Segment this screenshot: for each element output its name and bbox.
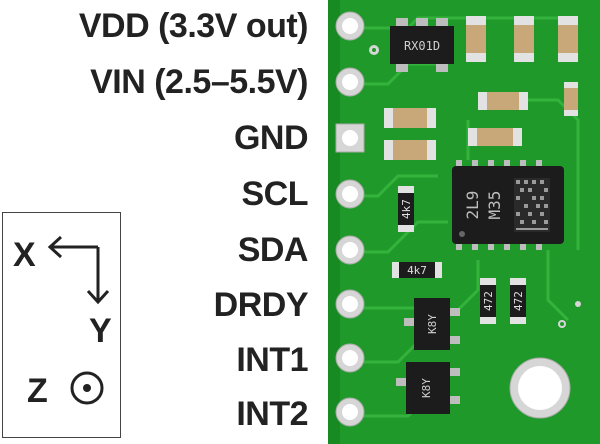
chip-marking-line1: 2L9	[463, 191, 482, 220]
mosfets: K8Y K8Y	[396, 298, 460, 414]
axis-z-label: Z	[27, 372, 48, 410]
pin-label-scl: SCL	[241, 175, 309, 213]
mounting-hole	[509, 357, 571, 419]
resistor-marking-3: 472	[482, 291, 495, 311]
pin-pads	[335, 11, 365, 427]
pin-label-vdd: VDD (3.3V out)	[78, 7, 309, 45]
resistors: 4k7 4k7 472 472	[392, 186, 526, 324]
mosfet-marking-1: K8Y	[426, 314, 439, 334]
axis-x-label: X	[13, 236, 36, 274]
pin-label-int1: INT1	[236, 341, 308, 379]
voltage-regulator: RX01D	[390, 18, 454, 72]
pin-label-sda: SDA	[237, 231, 309, 269]
axis-y-label: Y	[89, 312, 112, 350]
capacitors	[384, 16, 578, 160]
axes-legend: X Y Z	[2, 212, 121, 438]
pin-label-vin: VIN (2.5–5.5V)	[90, 63, 308, 101]
chip-marking-line2: M35	[485, 191, 504, 220]
mosfet-marking-2: K8Y	[420, 378, 433, 398]
regulator-marking: RX01D	[404, 39, 440, 53]
sensor-chip: 2L9 M35	[452, 160, 564, 250]
resistor-marking-4: 472	[512, 291, 525, 311]
pin-label-gnd: GND	[233, 119, 309, 157]
resistor-marking-2: 4k7	[407, 264, 427, 277]
pin-label-int2: INT2	[236, 395, 308, 433]
axes-arrows-icon	[47, 235, 110, 405]
pcb-board: RX01D	[328, 0, 600, 444]
resistor-marking-1: 4k7	[400, 199, 413, 219]
pin-label-drdy: DRDY	[213, 286, 309, 324]
